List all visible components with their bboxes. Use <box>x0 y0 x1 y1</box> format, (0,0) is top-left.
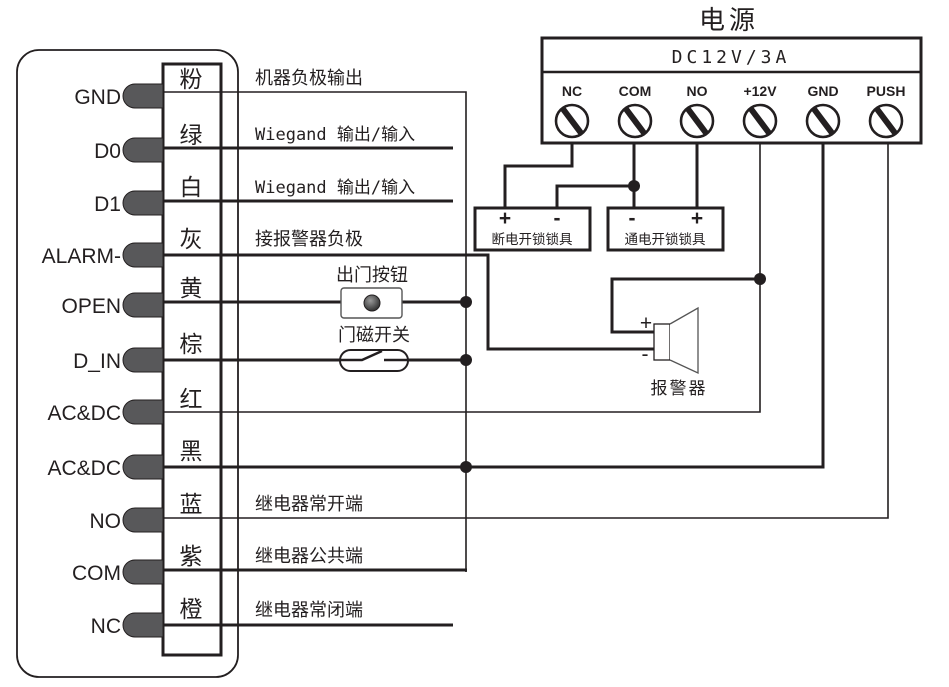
pin-connectors <box>122 83 164 638</box>
exit-button-label: 出门按钮 <box>336 265 408 286</box>
screw-terminal-icon <box>742 103 778 139</box>
pin-label: D0 <box>94 140 121 163</box>
door-sensor-switch-icon <box>339 349 409 372</box>
pin-label: AC&DC <box>47 457 121 480</box>
screw-terminal-icon <box>554 103 590 139</box>
wire-color-label: 白 <box>180 175 203 201</box>
alarm-speaker-icon <box>653 306 699 375</box>
door-sensor-label: 门磁开关 <box>338 325 410 346</box>
lock-fail-secure: + - 断电开锁锁具 <box>473 206 592 252</box>
power-supply-title: 电源 <box>699 6 759 36</box>
lock-terminal-label: - <box>554 207 561 230</box>
wire-description: Wiegand 输出/输入 <box>255 125 415 145</box>
wire-lock-minus-link <box>555 184 634 208</box>
pin-connector-open <box>122 292 164 318</box>
power-supply-box <box>540 36 923 145</box>
pin-label: OPEN <box>61 295 121 318</box>
pin-connector-acdc-1 <box>122 399 164 425</box>
wire-red-acdc <box>163 143 761 413</box>
psu-terminal-label: NC <box>562 83 582 99</box>
junction-dot <box>754 273 766 285</box>
junction-dot <box>460 296 472 308</box>
pin-connector-no <box>122 507 164 533</box>
junction-dot <box>460 461 472 473</box>
psu-screws <box>554 103 904 139</box>
wire-description: 机器负极输出 <box>255 68 363 89</box>
psu-terminal-label: NO <box>687 83 708 99</box>
pin-connector-com <box>122 559 164 585</box>
psu-terminal-label: PUSH <box>867 83 906 99</box>
screw-terminal-icon <box>805 103 841 139</box>
junction-dot <box>460 354 472 366</box>
wire-psu-nc <box>503 143 574 208</box>
wire-description: Wiegand 输出/输入 <box>255 178 415 198</box>
wire-color-label: 绿 <box>180 123 203 149</box>
lock-label: 断电开锁锁具 <box>492 232 573 248</box>
psu-terminal-label: COM <box>619 83 652 99</box>
screw-terminal-icon <box>868 103 904 139</box>
junctions <box>460 180 766 473</box>
wire-description: 继电器公共端 <box>255 546 363 567</box>
wire-color-label: 蓝 <box>180 492 203 518</box>
wire-color-label: 灰 <box>180 227 203 253</box>
pin-label: D_IN <box>73 350 121 373</box>
junction-dot <box>628 180 640 192</box>
wire-grey-alarm <box>163 253 658 351</box>
pin-connector-nc <box>122 612 164 638</box>
wire-black-acdc <box>163 143 825 469</box>
wire-description: 接报警器负极 <box>255 229 363 250</box>
pin-connector-gnd <box>122 83 164 109</box>
pin-label: D1 <box>94 193 121 216</box>
button-knob-icon <box>363 294 381 312</box>
alarm-plus-label: + <box>640 312 652 335</box>
pin-connector-alarm <box>122 242 164 268</box>
psu-terminal-label: GND <box>807 83 838 99</box>
wire-blue-no <box>163 143 889 519</box>
pin-label: GND <box>74 86 121 109</box>
wire-color-label: 粉 <box>180 67 203 93</box>
pin-label: COM <box>72 562 121 585</box>
pin-connector-d1 <box>122 190 164 216</box>
wires <box>163 91 889 627</box>
exit-button <box>340 287 403 319</box>
pin-label: ALARM- <box>42 245 121 268</box>
pin-connector-d-in <box>122 347 164 373</box>
wire-color-label: 紫 <box>180 544 203 570</box>
pin-label: NO <box>90 510 122 533</box>
wire-description: 继电器常开端 <box>255 494 363 515</box>
pin-connector-acdc-2 <box>122 454 164 480</box>
screw-terminal-icon <box>617 103 653 139</box>
lock-terminal-label: + <box>691 207 703 230</box>
wire-alarm-plus <box>610 277 760 334</box>
pin-label: AC&DC <box>47 402 121 425</box>
lock-terminal-label: + <box>499 207 511 230</box>
lock-label: 通电开锁锁具 <box>625 232 706 248</box>
wire-color-label: 橙 <box>180 597 203 623</box>
screw-terminal-icon <box>679 103 715 139</box>
alarm-label: 报警器 <box>651 379 708 399</box>
pin-label: NC <box>91 615 121 638</box>
alarm-minus-label: - <box>642 343 649 366</box>
psu-terminal-label: +12V <box>743 83 777 99</box>
wire-color-label: 黄 <box>180 276 203 302</box>
wire-color-label: 棕 <box>180 332 203 358</box>
wire-description: 继电器常闭端 <box>255 600 363 621</box>
lock-fail-safe: - + 通电开锁锁具 <box>606 206 725 252</box>
pin-connector-d0 <box>122 137 164 163</box>
lock-terminal-label: - <box>629 207 636 230</box>
wire-color-label: 红 <box>180 387 203 413</box>
wire-color-label: 黑 <box>180 439 203 465</box>
power-rating: DC12V/3A <box>672 47 791 68</box>
